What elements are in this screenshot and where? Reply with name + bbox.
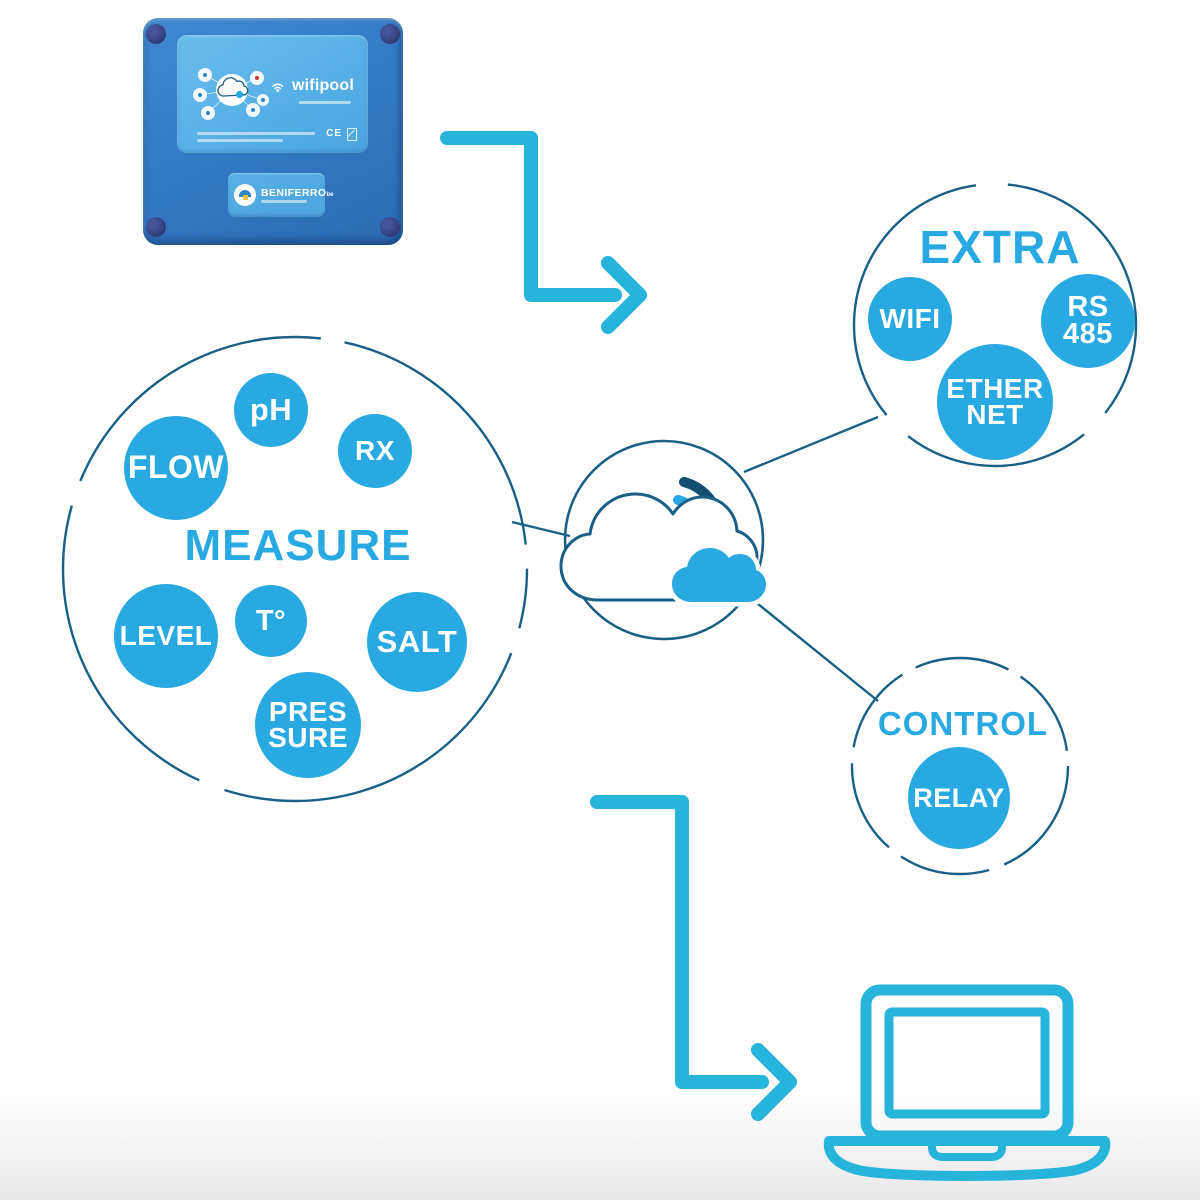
device-fineprint-line (197, 132, 315, 135)
extra-bubble-ethernet: ETHER NET (937, 344, 1053, 460)
screw-icon (380, 217, 400, 237)
extra-title: EXTRA (919, 221, 1081, 273)
beniferro-name-text: BENIFERRO (261, 186, 327, 199)
mini-cloud-glyph (217, 77, 249, 97)
measure-bubble-flow: FLOW (124, 416, 228, 520)
laptop-icon (823, 984, 1111, 1181)
arrow-down-to-laptop (590, 795, 797, 1121)
wifipool-controller-device: wifipool CE BENIFERRObe (143, 18, 403, 245)
cloud-hub-circle (563, 439, 765, 641)
measure-title: MEASURE (184, 521, 412, 570)
measure-bubble-temperature: T° (235, 585, 307, 657)
logo-tagline-bar (299, 101, 351, 104)
beniferro-tagline-bar (261, 200, 307, 203)
connector-measure-cloud (511, 520, 571, 538)
laptop-base (823, 1136, 1111, 1181)
mini-cloud-circle (216, 74, 248, 106)
screw-icon (146, 24, 166, 44)
screw-icon (380, 24, 400, 44)
measure-bubble-rx: RX (338, 414, 412, 488)
arrow-shaft (440, 131, 622, 302)
beniferro-texts: BENIFERRObe (261, 186, 334, 203)
beniferro-suffix: be (326, 191, 334, 198)
screw-icon (146, 217, 166, 237)
laptop-screen (884, 1007, 1050, 1119)
control-bubble-relay: RELAY (908, 747, 1010, 849)
mini-cloud-diagram-icon (193, 68, 269, 120)
extra-bubble-wifi: WIFI (868, 277, 952, 361)
weee-bin-icon (347, 128, 357, 141)
device-fineprint-line (197, 139, 283, 142)
mini-sensor-nodes (193, 68, 269, 120)
measure-bubble-salt: SALT (367, 592, 467, 692)
arrow-head-icon (751, 1043, 797, 1121)
arrow-device-to-extra (440, 131, 647, 334)
measure-circle-outline (61, 335, 529, 803)
arrow-shaft (590, 795, 769, 1089)
control-circle-outline (850, 656, 1070, 876)
measure-bubble-ph: pH (234, 373, 308, 447)
ce-mark: CE (326, 128, 342, 139)
beniferro-badge: BENIFERRObe (228, 173, 333, 217)
connector-cloud-control (741, 590, 879, 702)
wifipool-logo: wifipool (271, 77, 354, 95)
arrow-head-icon (601, 256, 647, 334)
mini-small-cloud-glyph (235, 90, 244, 99)
extra-bubble-rs485: RS 485 (1041, 274, 1135, 368)
cloud-hub-icon (559, 439, 771, 641)
measure-bubble-level: LEVEL (114, 584, 218, 688)
small-solid-cloud-icon (672, 548, 766, 602)
extra-circle-outline (852, 182, 1138, 468)
wifipool-logo-text: wifipool (292, 77, 355, 94)
beniferro-name: BENIFERRObe (261, 186, 334, 199)
laptop-notch (928, 1138, 1006, 1161)
wifi-icon (272, 83, 284, 93)
beniferro-logo-icon (234, 184, 256, 206)
device-front-label: wifipool CE (177, 35, 368, 153)
control-title: CONTROL (877, 705, 1049, 742)
measure-bubble-pressure: PRES SURE (255, 672, 361, 778)
connector-cloud-extra (743, 415, 879, 474)
